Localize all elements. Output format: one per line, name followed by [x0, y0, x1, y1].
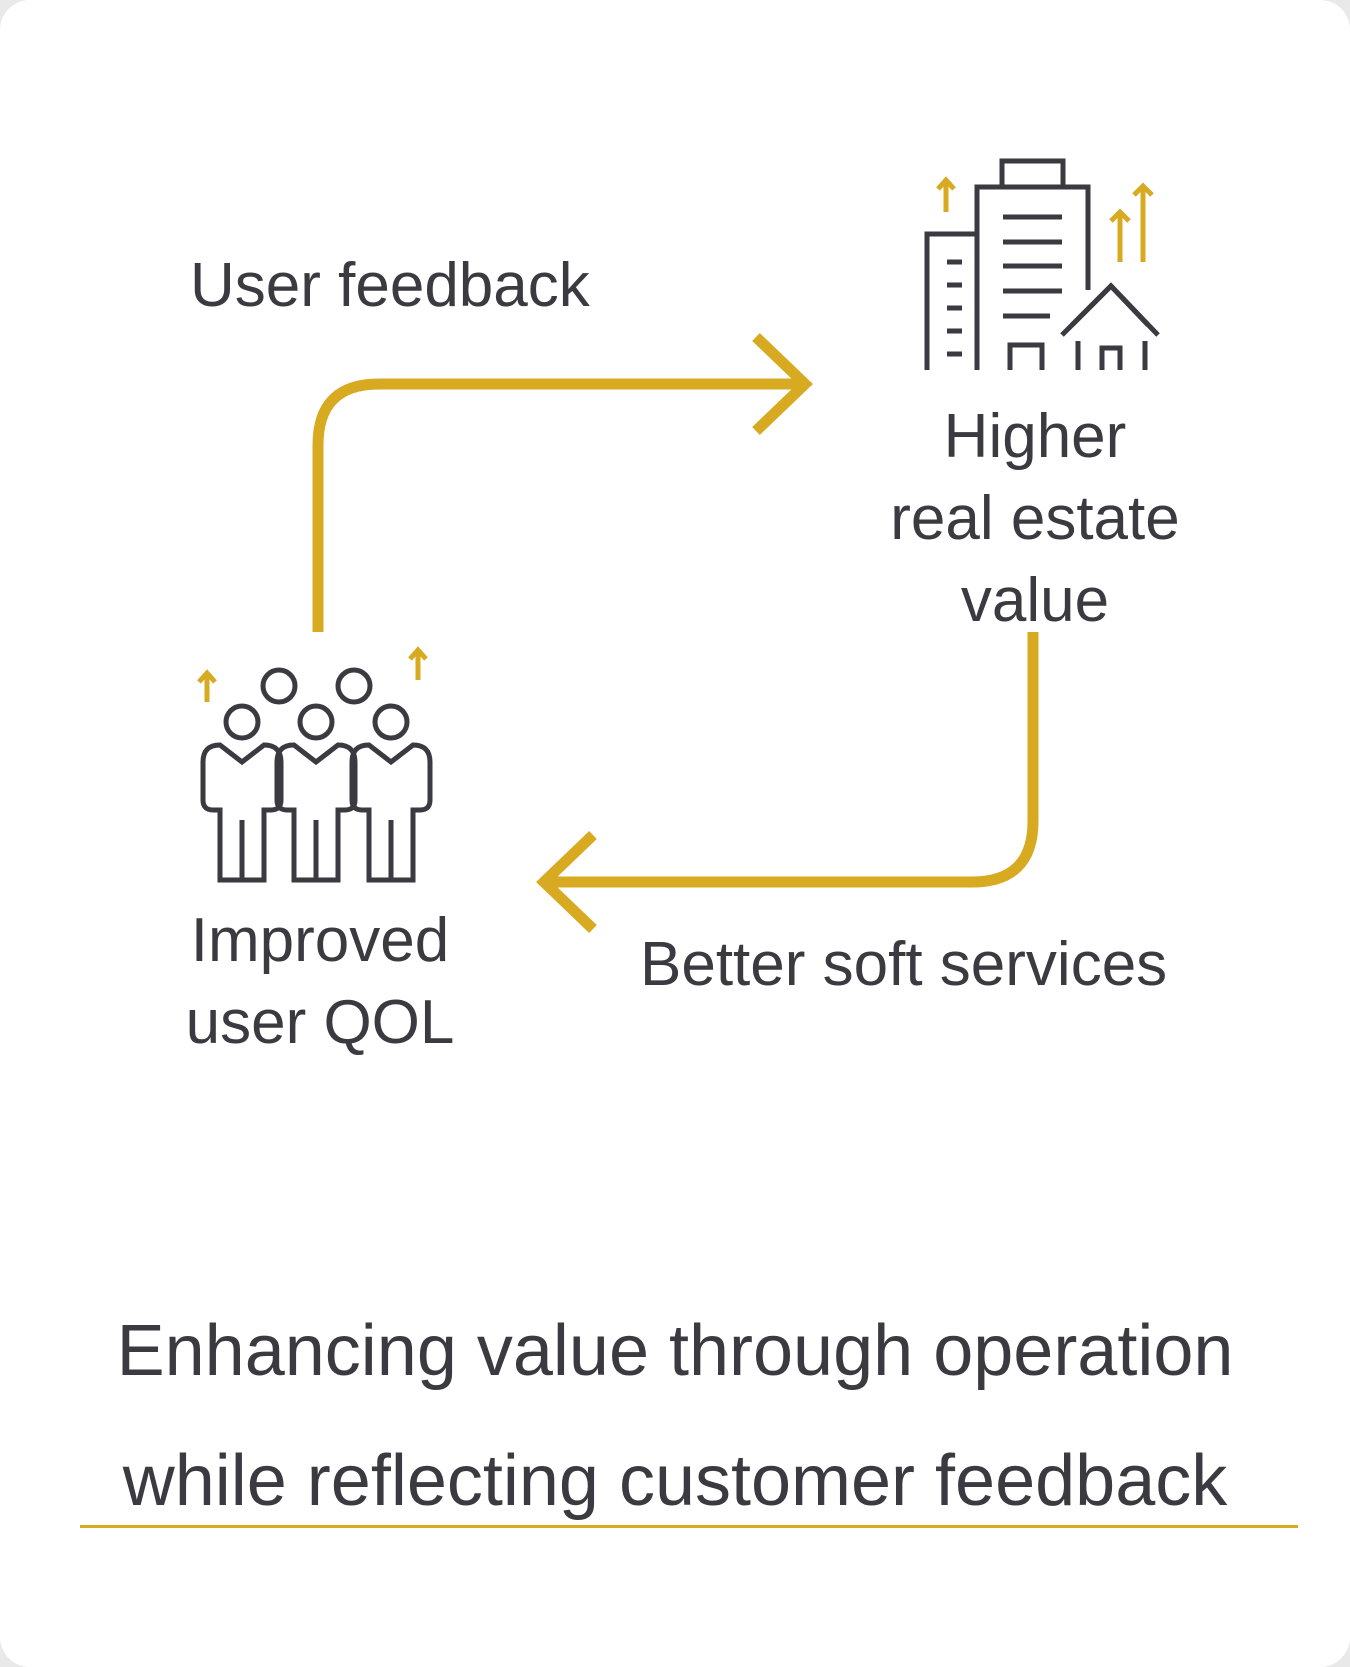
caption: Enhancing value through operation while … — [0, 1286, 1350, 1546]
people-rising-arrows-icon — [197, 646, 428, 702]
edge-label-user-feedback: User feedback — [190, 251, 590, 320]
node-label-higher-value: Higher real estate value — [830, 396, 1240, 642]
arrow-user-feedback — [312, 333, 813, 632]
arrow-soft-services — [536, 632, 1039, 933]
rising-arrows-icon — [936, 176, 1154, 262]
buildings-rising-icon — [924, 158, 1160, 370]
node-label-improved-qol: Improved user QOL — [120, 900, 520, 1064]
people-group-icon — [200, 667, 433, 883]
caption-line-2: while reflecting customer feedback — [122, 1441, 1228, 1521]
node-label-line: value — [960, 566, 1110, 635]
caption-line-1: Enhancing value through operation — [116, 1311, 1234, 1391]
edge-label-soft-services: Better soft services — [640, 930, 1168, 999]
node-label-line: real estate — [890, 484, 1180, 553]
caption-underline — [80, 1525, 1298, 1528]
node-label-line: user QOL — [185, 988, 455, 1057]
node-label-line: Improved — [190, 906, 450, 975]
node-label-line: Higher — [943, 402, 1127, 471]
